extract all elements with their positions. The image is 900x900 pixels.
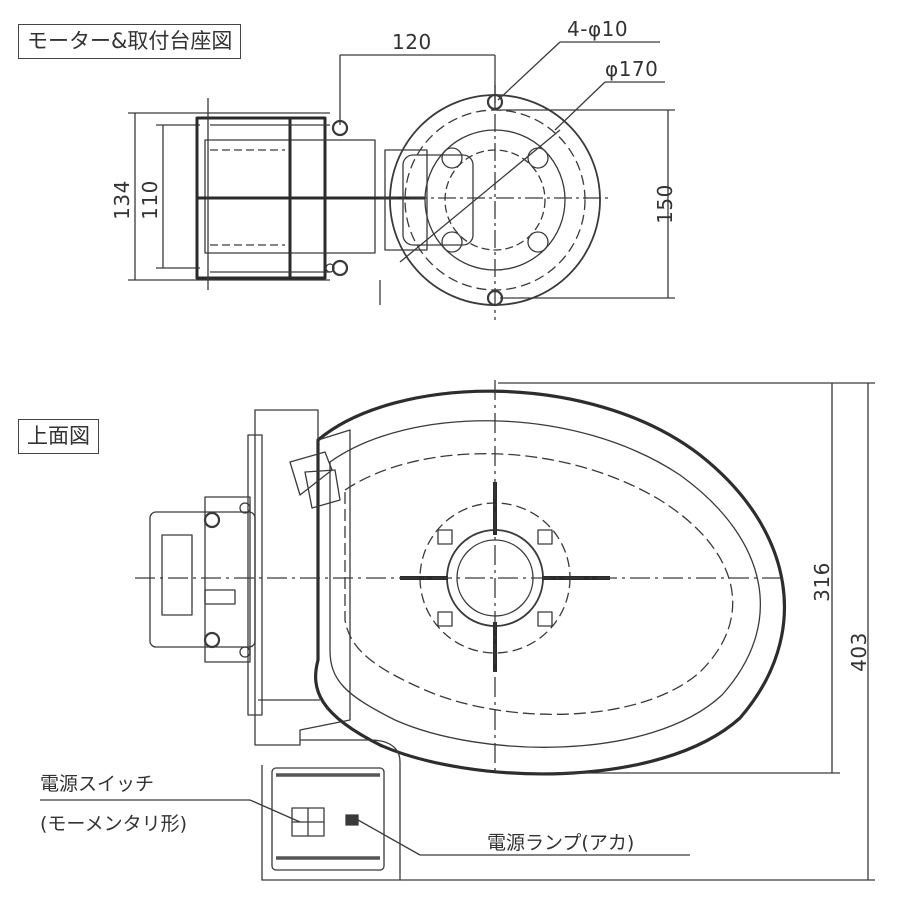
motor-base-drawing (128, 41, 675, 320)
dimension-134: 134 (110, 180, 134, 220)
dimension-holes: 4-φ10 (567, 17, 629, 41)
switch-type-label: (モーメンタリ形) (40, 813, 188, 835)
dimension-dia170: φ170 (605, 57, 659, 81)
dimension-150: 150 (653, 184, 677, 224)
power-lamp-label: 電源ランプ(アカ) (487, 832, 635, 854)
dimension-110: 110 (138, 180, 162, 220)
dimension-316: 316 (810, 562, 834, 602)
dimension-403: 403 (847, 632, 871, 672)
power-switch-label: 電源スイッチ (40, 773, 155, 795)
top-view-drawing (40, 380, 875, 881)
top-view-title: 上面図 (18, 419, 99, 454)
motor-base-title: モーター&取付台座図 (18, 24, 242, 59)
dimension-120: 120 (392, 30, 432, 54)
